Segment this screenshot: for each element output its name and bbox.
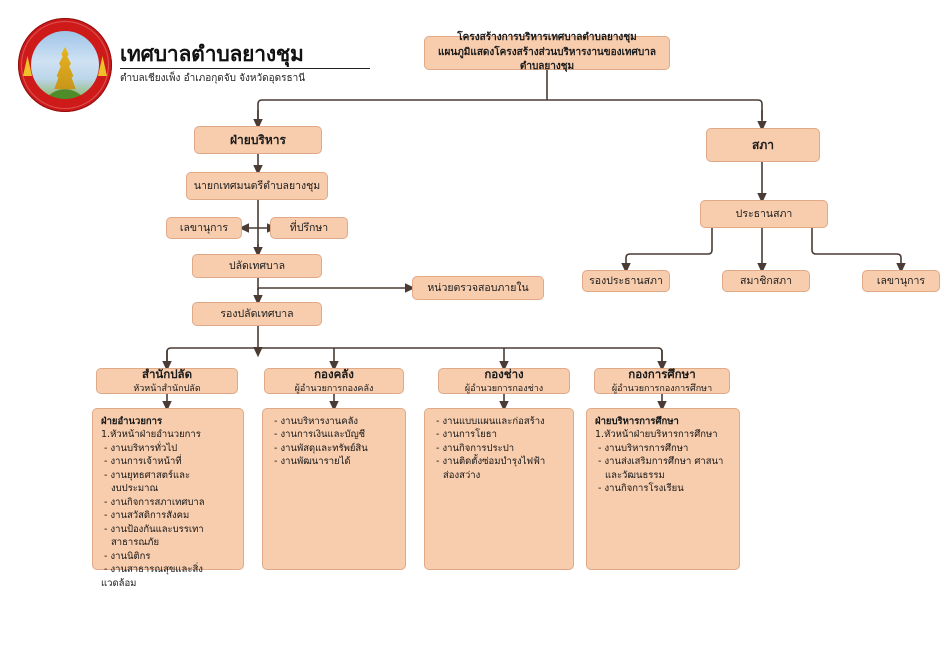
box-council[interactable]: สภา — [706, 128, 820, 162]
panel-list-item: - งานนิติกร — [101, 550, 151, 562]
seal-ring — [21, 21, 109, 109]
panel-list-item: และวัฒนธรรม — [605, 469, 665, 481]
box-executive-secretary-label: เลขานุการ — [179, 221, 229, 234]
box-council-vice-president-label: รองประธานสภา — [589, 274, 663, 287]
panel-list-item: - งานพัฒนารายได้ — [271, 456, 351, 468]
panel-list-item: - งานสาธารณสุขและสิ่งแวดล้อม — [101, 564, 203, 589]
box-deputy-clerk[interactable]: รองปลัดเทศบาล — [192, 302, 322, 326]
box-department-education[interactable]: กองการศึกษา ผู้อำนวยการกองการศึกษา — [594, 367, 730, 394]
box-department-education-subtitle: ผู้อำนวยการกองการศึกษา — [611, 383, 713, 394]
pavilion-icon — [54, 47, 76, 90]
seal-emblem — [31, 31, 99, 99]
panel-list-item: - งานพัสดุและทรัพย์สิน — [271, 442, 368, 454]
box-council-secretary-label: เลขานุการ — [876, 274, 926, 287]
panel-engineering-list: - งานแบบแผนและก่อสร้าง - งานการโยธา - งา… — [433, 415, 565, 482]
panel-list-item: - งานส่งเสริมการศึกษา ศาสนา — [595, 456, 724, 468]
chart-title-line2: แผนภูมิแสดงโครงสร้างส่วนบริหารงานของเทศบ… — [438, 46, 656, 73]
header-text-block: เทศบาลตำบลยางชุม ตำบลเชียงเพ็ง อำเภอกุดจ… — [120, 42, 370, 86]
panel-engineering-duties: - งานแบบแผนและก่อสร้าง - งานการโยธา - งา… — [424, 408, 574, 570]
box-department-education-title: กองการศึกษา — [628, 367, 696, 382]
box-council-secretary[interactable]: เลขานุการ — [862, 270, 940, 292]
seal-flame-left-icon — [23, 56, 32, 76]
box-mayor-label: นายกเทศมนตรีตำบลยางชุม — [193, 179, 321, 192]
box-municipal-clerk[interactable]: ปลัดเทศบาล — [192, 254, 322, 278]
panel-list-item: งบประมาณ — [111, 483, 159, 495]
box-department-engineering[interactable]: กองช่าง ผู้อำนวยการกองช่าง — [438, 367, 570, 394]
panel-list-item: สาธารณภัย — [111, 537, 160, 549]
box-deputy-clerk-label: รองปลัดเทศบาล — [220, 307, 294, 320]
box-executive-branch[interactable]: ฝ่ายบริหาร — [194, 126, 322, 154]
panel-clerk-office-header: ฝ่ายอำนวยการ — [101, 416, 163, 427]
box-department-engineering-subtitle: ผู้อำนวยการกองช่าง — [464, 383, 544, 394]
panel-finance-duties: - งานบริหารงานคลัง - งานการเงินและบัญชี … — [262, 408, 406, 570]
box-department-finance[interactable]: กองคลัง ผู้อำนวยการกองคลัง — [264, 367, 404, 394]
panel-finance-list: - งานบริหารงานคลัง - งานการเงินและบัญชี … — [271, 415, 397, 469]
box-council-member-label: สมาชิกสภา — [740, 274, 792, 287]
box-executive-secretary[interactable]: เลขานุการ — [166, 217, 242, 239]
seal-flame-right-icon — [98, 56, 107, 76]
box-advisor-label: ที่ปรึกษา — [289, 221, 329, 234]
panel-list-item: - งานการเงินและบัญชี — [271, 429, 366, 441]
header-divider — [120, 68, 370, 70]
box-council-member[interactable]: สมาชิกสภา — [722, 270, 810, 292]
panel-education-list: - งานบริหารการศึกษา - งานส่งเสริมการศึกษ… — [595, 442, 731, 496]
box-department-clerk-office-title: สำนักปลัด — [141, 367, 193, 382]
panel-list-item: - งานกิจการประปา — [433, 442, 515, 454]
panel-list-item: - งานบริหารการศึกษา — [595, 442, 689, 454]
panel-clerk-office-list: - งานบริหารทั่วไป - งานการเจ้าหน้าที่ - … — [101, 442, 235, 590]
panel-list-item: - งานการโยธา — [433, 429, 497, 441]
chart-title-line1: โครงสร้างการบริหารเทศบาลตำบลยางชุม — [457, 32, 637, 44]
box-department-clerk-office-subtitle: หัวหน้าสำนักปลัด — [133, 383, 201, 394]
panel-clerk-office-numbered: 1.หัวหน้าฝ่ายอำนวยการ — [101, 429, 201, 441]
panel-list-item: - งานการเจ้าหน้าที่ — [101, 456, 182, 468]
box-council-president-label: ประธานสภา — [735, 207, 793, 220]
panel-list-item: - งานบริหารงานคลัง — [271, 416, 359, 427]
chart-title-box: โครงสร้างการบริหารเทศบาลตำบลยางชุม แผนภู… — [424, 32, 670, 72]
panel-clerk-office-duties: ฝ่ายอำนวยการ 1.หัวหน้าฝ่ายอำนวยการ - งาน… — [92, 408, 244, 589]
box-council-vice-president[interactable]: รองประธานสภา — [582, 270, 670, 292]
panel-education-header: ฝ่ายบริหารการศึกษา — [595, 416, 679, 427]
municipality-subtitle: ตำบลเชียงเพ็ง อำเภอกุดจับ จังหวัดอุดรธาน… — [120, 73, 306, 85]
municipality-name: เทศบาลตำบลยางชุม — [120, 42, 304, 66]
box-department-clerk-office[interactable]: สำนักปลัด หัวหน้าสำนักปลัด — [96, 367, 238, 394]
box-advisor[interactable]: ที่ปรึกษา — [270, 217, 348, 239]
municipal-seal-logo — [18, 18, 112, 112]
box-executive-branch-label: ฝ่ายบริหาร — [230, 132, 286, 147]
box-department-finance-subtitle: ผู้อำนวยการกองคลัง — [294, 383, 374, 394]
box-council-label: สภา — [752, 137, 774, 152]
box-internal-audit-unit[interactable]: หน่วยตรวจสอบภายใน — [412, 276, 544, 300]
panel-list-item: - งานกิจการโรงเรียน — [595, 483, 684, 495]
panel-list-item: - งานสวัสดิการสังคม — [101, 510, 190, 522]
box-internal-audit-unit-label: หน่วยตรวจสอบภายใน — [427, 281, 529, 294]
box-council-president[interactable]: ประธานสภา — [700, 200, 828, 228]
panel-list-item: - งานป้องกันและบรรเทา — [101, 523, 204, 535]
panel-list-item: - งานยุทธศาสตร์และ — [101, 469, 191, 481]
box-mayor[interactable]: นายกเทศมนตรีตำบลยางชุม — [186, 172, 328, 200]
box-department-finance-title: กองคลัง — [314, 367, 354, 382]
panel-list-item: - งานติดตั้งซ่อมบำรุงไฟฟ้า — [433, 456, 546, 468]
panel-education-numbered: 1.หัวหน้าฝ่ายบริหารการศึกษา — [595, 429, 718, 441]
panel-list-item: - งานบริหารทั่วไป — [101, 442, 178, 454]
box-department-engineering-title: กองช่าง — [484, 367, 524, 382]
box-municipal-clerk-label: ปลัดเทศบาล — [228, 259, 286, 272]
panel-list-item: - งานกิจการสภาเทศบาล — [101, 496, 205, 508]
panel-education-duties: ฝ่ายบริหารการศึกษา 1.หัวหน้าฝ่ายบริหารกา… — [586, 408, 740, 570]
panel-list-item: ส่องสว่าง — [443, 469, 481, 481]
panel-list-item: - งานแบบแผนและก่อสร้าง — [433, 416, 545, 427]
